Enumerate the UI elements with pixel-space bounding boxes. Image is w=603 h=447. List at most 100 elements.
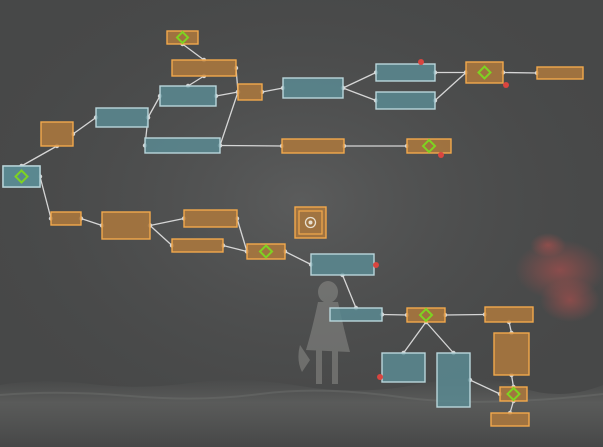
orange-node[interactable] bbox=[490, 412, 530, 427]
error-marker-dot bbox=[377, 374, 383, 380]
connection-line bbox=[149, 225, 173, 246]
diamond-icon bbox=[175, 30, 190, 45]
error-marker-dot bbox=[418, 59, 424, 65]
diamond-icon bbox=[477, 65, 492, 80]
connection-line bbox=[469, 379, 501, 395]
orange-node-body[interactable] bbox=[281, 138, 345, 154]
orange-node[interactable] bbox=[246, 243, 286, 260]
connection-line bbox=[402, 321, 427, 354]
error-marker-dot bbox=[373, 262, 379, 268]
connection-line bbox=[236, 218, 248, 252]
connection-line bbox=[434, 72, 467, 101]
connection-line bbox=[341, 274, 357, 309]
nodes-layer bbox=[2, 30, 584, 427]
teal-node[interactable] bbox=[381, 352, 426, 383]
connection-line bbox=[147, 95, 161, 118]
diamond-icon bbox=[14, 169, 29, 184]
teal-node-body[interactable] bbox=[282, 77, 344, 99]
orange-node-body[interactable] bbox=[465, 61, 504, 84]
orange-node-body[interactable] bbox=[171, 238, 224, 253]
teal-node[interactable] bbox=[375, 63, 436, 82]
target-frame bbox=[298, 210, 323, 235]
connection-line bbox=[219, 144, 283, 147]
orange-node[interactable] bbox=[294, 206, 327, 239]
orange-node-body[interactable] bbox=[40, 121, 74, 147]
connection-line bbox=[39, 176, 52, 219]
connection-line bbox=[149, 217, 185, 227]
target-center bbox=[308, 220, 313, 225]
red-glow bbox=[540, 278, 600, 322]
connection-line bbox=[80, 217, 103, 227]
diamond-icon bbox=[421, 138, 437, 154]
teal-node[interactable] bbox=[159, 85, 217, 107]
orange-node-body[interactable] bbox=[101, 211, 151, 240]
connection-line bbox=[261, 87, 284, 93]
orange-node[interactable] bbox=[406, 138, 452, 154]
teal-node[interactable] bbox=[2, 165, 41, 188]
connection-line bbox=[284, 250, 312, 266]
diamond-icon bbox=[418, 307, 434, 323]
connection-line bbox=[444, 313, 486, 316]
teal-node-body[interactable] bbox=[159, 85, 217, 107]
teal-node-body[interactable] bbox=[329, 307, 383, 322]
teal-node[interactable] bbox=[310, 253, 375, 276]
diamond-icon bbox=[506, 386, 521, 402]
orange-node-body[interactable] bbox=[183, 209, 238, 228]
orange-node[interactable] bbox=[406, 307, 446, 323]
connection-line bbox=[381, 313, 408, 316]
teal-node-body[interactable] bbox=[381, 352, 426, 383]
teal-node-body[interactable] bbox=[436, 352, 471, 408]
error-marker-dot bbox=[438, 152, 444, 158]
connection-line bbox=[342, 71, 377, 89]
orange-node[interactable] bbox=[237, 83, 263, 101]
teal-node[interactable] bbox=[282, 77, 344, 99]
connection-line bbox=[222, 244, 248, 253]
orange-node[interactable] bbox=[484, 306, 534, 323]
teal-node[interactable] bbox=[436, 352, 471, 408]
orange-node-body[interactable] bbox=[536, 66, 584, 80]
orange-node[interactable] bbox=[171, 238, 224, 253]
orange-node[interactable] bbox=[499, 386, 528, 402]
orange-node[interactable] bbox=[101, 211, 151, 240]
orange-node-body[interactable] bbox=[246, 243, 286, 260]
connection-line bbox=[72, 116, 97, 135]
orange-node-body[interactable] bbox=[50, 211, 82, 226]
orange-node[interactable] bbox=[493, 332, 530, 376]
teal-node-body[interactable] bbox=[375, 91, 436, 110]
orange-node[interactable] bbox=[281, 138, 345, 154]
orange-node[interactable] bbox=[465, 61, 504, 84]
orange-node-body[interactable] bbox=[484, 306, 534, 323]
connection-line bbox=[215, 91, 239, 97]
teal-node-body[interactable] bbox=[95, 107, 149, 128]
teal-node[interactable] bbox=[144, 137, 221, 154]
orange-node[interactable] bbox=[166, 30, 199, 45]
orange-node[interactable] bbox=[183, 209, 238, 228]
orange-node-body[interactable] bbox=[490, 412, 530, 427]
teal-node-body[interactable] bbox=[310, 253, 375, 276]
connection-line bbox=[425, 321, 454, 354]
orange-node-body[interactable] bbox=[237, 83, 263, 101]
connection-line bbox=[21, 145, 58, 167]
target-icon bbox=[304, 216, 317, 229]
connection-line bbox=[182, 43, 205, 61]
teal-node-body[interactable] bbox=[375, 63, 436, 82]
teal-node-body[interactable] bbox=[144, 137, 221, 154]
teal-node-body[interactable] bbox=[2, 165, 41, 188]
teal-node[interactable] bbox=[95, 107, 149, 128]
teal-node[interactable] bbox=[329, 307, 383, 322]
orange-node-body[interactable] bbox=[294, 206, 327, 239]
orange-node-body[interactable] bbox=[171, 59, 237, 77]
error-markers-layer bbox=[373, 59, 509, 380]
error-marker-dot bbox=[503, 82, 509, 88]
orange-node[interactable] bbox=[171, 59, 237, 77]
orange-node[interactable] bbox=[536, 66, 584, 80]
connection-line bbox=[219, 91, 239, 146]
orange-node[interactable] bbox=[40, 121, 74, 147]
orange-node-body[interactable] bbox=[493, 332, 530, 376]
teal-node[interactable] bbox=[375, 91, 436, 110]
connection-line bbox=[502, 71, 538, 74]
orange-node[interactable] bbox=[50, 211, 82, 226]
diamond-icon bbox=[258, 244, 274, 259]
connection-line bbox=[187, 75, 205, 87]
